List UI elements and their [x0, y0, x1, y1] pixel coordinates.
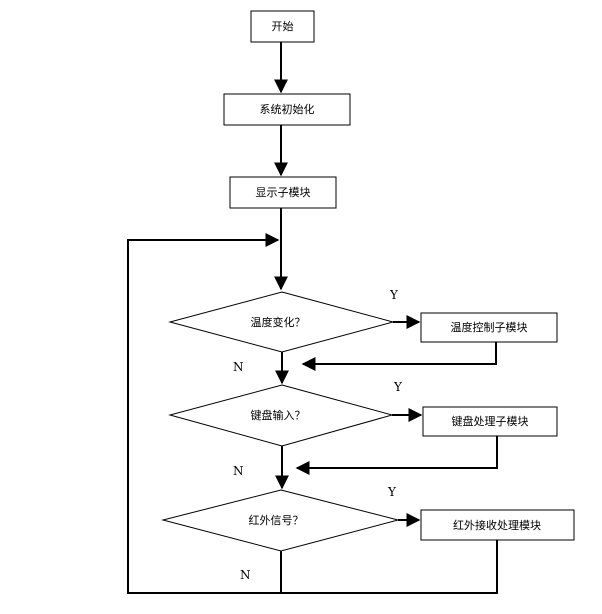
temp-module-label: 温度控制子模块	[451, 320, 528, 334]
start-node-label: 开始	[272, 19, 294, 33]
arrow-loop-back	[127, 233, 498, 594]
ir-module-label: 红外接收处理模块	[453, 518, 541, 532]
key-no-label: N	[233, 464, 244, 478]
ir-no-label: N	[240, 568, 251, 582]
key-decision-label: 键盘输入？	[251, 408, 306, 422]
temp-no-label: N	[233, 360, 244, 374]
temp-decision-label: 温度变化？	[251, 315, 306, 329]
temp-decision-node: 温度变化？	[168, 291, 395, 353]
key-module-node: 键盘处理子模块	[422, 406, 558, 437]
display-node: 显示子模块	[229, 176, 337, 209]
display-node-label: 显示子模块	[256, 186, 311, 199]
temp-module-node: 温度控制子模块	[420, 312, 558, 343]
temp-yes-label: Y	[389, 288, 399, 302]
ir-decision-node: 红外信号？	[161, 489, 400, 552]
ir-module-node: 红外接收处理模块	[420, 509, 575, 541]
ir-decision-label: 红外信号？	[249, 514, 304, 527]
arrow-key-return	[295, 436, 498, 475]
init-node: 系统初始化	[223, 93, 351, 126]
arrow-temp-return	[301, 342, 497, 371]
start-node: 开始	[250, 10, 315, 43]
init-node-label: 系统初始化	[260, 102, 315, 116]
key-decision-node: 键盘输入？	[168, 384, 394, 447]
key-module-label: 键盘处理子模块	[452, 414, 529, 428]
key-yes-label: Y	[393, 380, 403, 394]
ir-yes-label: Y	[387, 485, 397, 499]
